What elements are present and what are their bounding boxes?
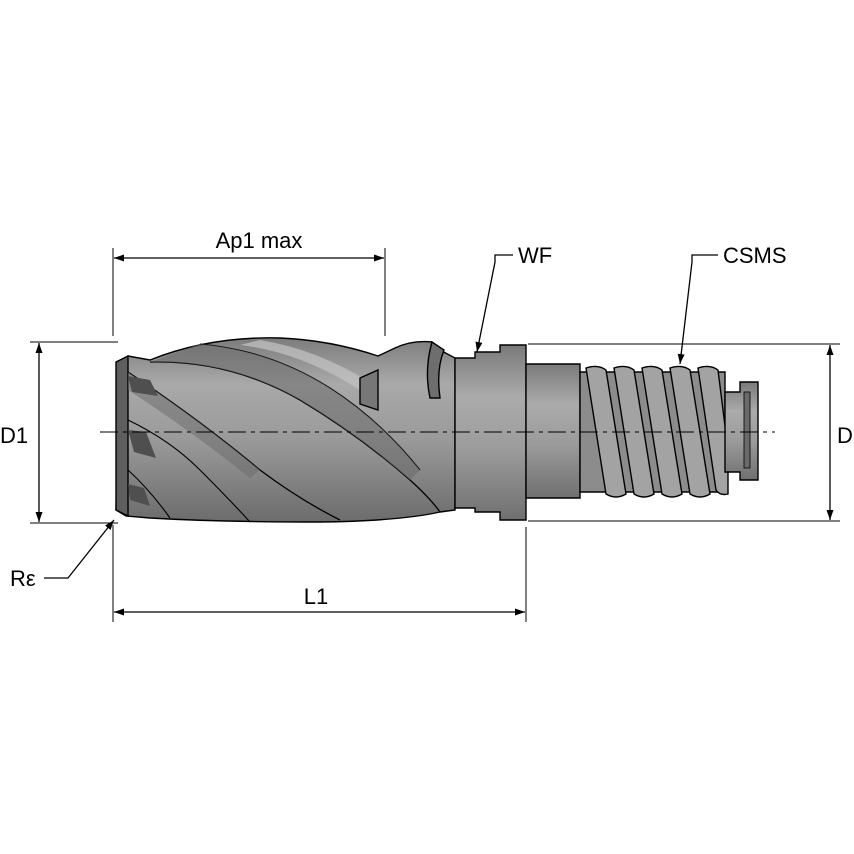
dimension-ap1max: Ap1 max — [112, 228, 386, 336]
leader-line — [44, 519, 115, 579]
leader-csms: CSMS — [677, 243, 787, 365]
flute-highlight — [240, 340, 372, 390]
leader-line — [677, 254, 718, 365]
label-re: Rε — [10, 566, 36, 591]
tip-slot — [743, 391, 751, 469]
label-csms: CSMS — [723, 243, 787, 268]
dimension-d: D — [528, 343, 854, 522]
dimension-d1: D1 — [0, 341, 118, 524]
shank-neck — [525, 363, 581, 499]
label-bg — [834, 420, 854, 448]
flute-edge-4 — [127, 419, 251, 523]
flute-shadow-2 — [128, 372, 260, 478]
cutting-head — [115, 337, 456, 523]
flute-notch — [359, 368, 379, 411]
dimension-l1: L1 — [112, 525, 527, 622]
threaded-shank — [525, 363, 759, 499]
label-l1: L1 — [304, 584, 328, 609]
label-d1: D1 — [0, 423, 28, 448]
tool-end-face — [115, 354, 129, 518]
thread-ridge — [613, 365, 655, 498]
leader-line — [475, 254, 513, 353]
tooth-3 — [128, 484, 150, 506]
leader-re: Rε — [10, 519, 115, 591]
label-bg — [0, 420, 34, 448]
label-wf: WF — [518, 243, 552, 268]
tooth-1 — [128, 376, 158, 396]
flute-edge-2 — [149, 361, 441, 513]
label-d: D — [837, 423, 853, 448]
label-ap1max: Ap1 max — [216, 228, 303, 253]
collar-curve — [426, 340, 445, 399]
leader-wf: WF — [475, 243, 552, 353]
tooth-2 — [128, 430, 156, 458]
flute-edge-5 — [127, 469, 171, 519]
flute-shadow-1 — [150, 344, 420, 480]
shank-tip — [724, 381, 759, 481]
